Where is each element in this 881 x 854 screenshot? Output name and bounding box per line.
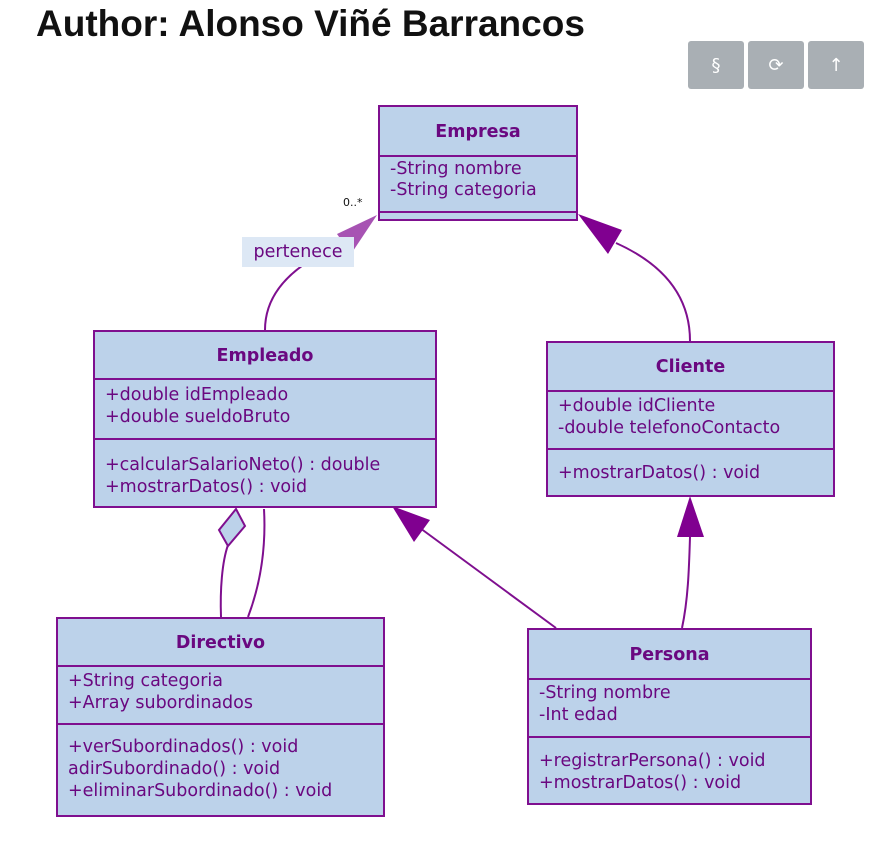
upload-button[interactable]: ↑: [808, 41, 864, 89]
refresh-button[interactable]: ⟳: [748, 41, 804, 89]
class-attributes: -String nombre -String categoria: [380, 157, 576, 213]
class-attributes: +double idCliente -double telefonoContac…: [548, 392, 833, 450]
class-empresa[interactable]: Empresa -String nombre -String categoria: [378, 105, 578, 221]
method: +registrarPersona() : void: [539, 751, 766, 771]
persona-cliente-arrowhead: [677, 496, 704, 537]
class-name: Directivo: [58, 619, 383, 667]
cliente-generalization-line: [615, 242, 691, 342]
attribute: -Int edad: [539, 705, 618, 725]
persona-empleado-generalization-line: [419, 527, 557, 629]
class-attributes: +double idEmpleado +double sueldoBruto: [95, 380, 435, 440]
class-methods: +calcularSalarioNeto() : double +mostrar…: [95, 440, 435, 498]
method: +mostrarDatos() : void: [539, 773, 742, 793]
method: adirSubordinado() : void: [68, 759, 281, 779]
class-methods: [380, 213, 576, 219]
method: +mostrarDatos() : void: [558, 463, 761, 483]
class-name: Empresa: [380, 107, 576, 157]
class-methods: +registrarPersona() : void +mostrarDatos…: [529, 738, 810, 794]
persona-cliente-generalization-line: [681, 536, 691, 629]
attribute: -double telefonoContacto: [558, 418, 781, 438]
multiplicity-label: 0..*: [343, 196, 363, 209]
class-persona[interactable]: Persona -String nombre -Int edad +regist…: [527, 628, 812, 805]
attribute: +String categoria: [68, 671, 224, 691]
cliente-generalization-arrowhead: [578, 214, 622, 254]
attribute: -String nombre: [390, 159, 522, 179]
class-methods: +verSubordinados() : void adirSubordinad…: [58, 725, 383, 802]
class-attributes: -String nombre -Int edad: [529, 680, 810, 738]
persona-empleado-arrowhead: [392, 506, 430, 542]
directivo-empleado-association-line: [247, 508, 266, 618]
attribute: +Array subordinados: [68, 693, 253, 713]
class-name: Persona: [529, 630, 810, 680]
section-icon: §: [711, 54, 721, 76]
upload-icon: ↑: [828, 54, 844, 76]
toolbar: § ⟳ ↑: [688, 41, 864, 89]
section-button[interactable]: §: [688, 41, 744, 89]
method: +calcularSalarioNeto() : double: [105, 455, 381, 475]
page-title: Author: Alonso Viñé Barrancos: [36, 3, 585, 44]
attribute: +double idCliente: [558, 396, 716, 416]
class-name: Empleado: [95, 332, 435, 380]
pertenece-label: pertenece: [242, 237, 354, 267]
aggregation-diamond: [217, 507, 247, 548]
class-methods: +mostrarDatos() : void: [548, 450, 833, 484]
class-attributes: +String categoria +Array subordinados: [58, 667, 383, 725]
method: +verSubordinados() : void: [68, 737, 299, 757]
aggregation-line: [219, 544, 229, 618]
attribute: -String categoria: [390, 180, 537, 200]
attribute: -String nombre: [539, 683, 671, 703]
attribute: +double idEmpleado: [105, 385, 289, 405]
class-name: Cliente: [548, 343, 833, 392]
method: +mostrarDatos() : void: [105, 477, 308, 497]
class-cliente[interactable]: Cliente +double idCliente -double telefo…: [546, 341, 835, 497]
refresh-icon: ⟳: [768, 54, 784, 76]
class-directivo[interactable]: Directivo +String categoria +Array subor…: [56, 617, 385, 817]
attribute: +double sueldoBruto: [105, 407, 291, 427]
class-empleado[interactable]: Empleado +double idEmpleado +double suel…: [93, 330, 437, 508]
method: +eliminarSubordinado() : void: [68, 781, 333, 801]
